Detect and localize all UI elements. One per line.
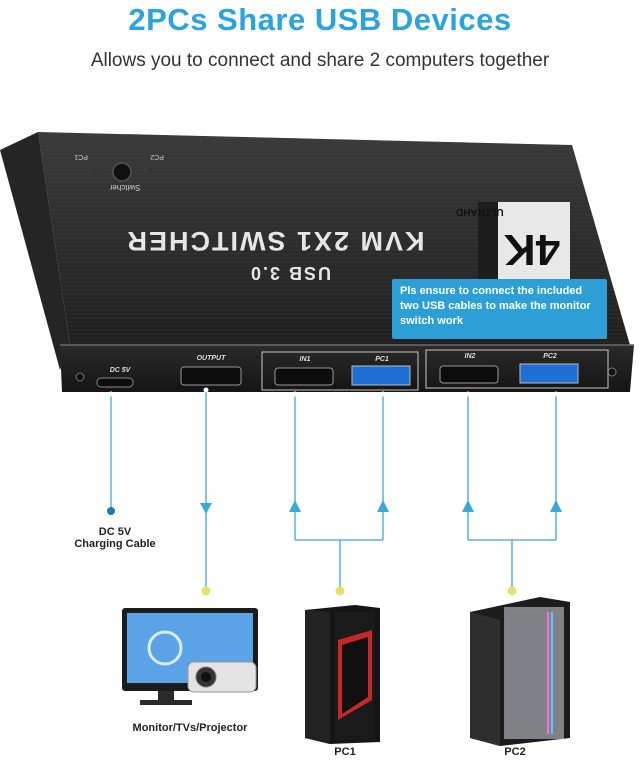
port-dc-label: DC 5V bbox=[109, 367, 131, 374]
projector-icon bbox=[187, 661, 257, 693]
usb-version-label: USB 3.0 bbox=[248, 263, 332, 283]
led-pc2-icon bbox=[148, 168, 152, 172]
in2-hdmi-port-icon bbox=[439, 365, 499, 384]
pc2-label: PC2 bbox=[504, 746, 526, 758]
port-in1-label: IN1 bbox=[299, 356, 311, 363]
page-title: 2PCs Share USB Devices bbox=[128, 2, 512, 37]
pc2-tower-icon bbox=[470, 597, 570, 746]
port-pc2-label: PC2 bbox=[543, 353, 557, 360]
switcher-button-label: Switcher bbox=[109, 183, 141, 192]
pc1-label: PC1 bbox=[334, 746, 356, 758]
brand-text: ULTRAHD bbox=[456, 206, 504, 217]
arrow-icons bbox=[200, 500, 562, 514]
pc1-tower-icon bbox=[305, 605, 380, 744]
model-label: KVM 2X1 SWITCHER bbox=[125, 226, 425, 256]
switcher-button-icon bbox=[112, 162, 132, 182]
pc2-usb-port-icon bbox=[519, 363, 579, 384]
monitor-label: Monitor/TVs/Projector bbox=[132, 722, 248, 734]
output-hdmi-port-icon bbox=[180, 366, 242, 386]
port-output-label: OUTPUT bbox=[196, 355, 226, 362]
led-pc1-label: PC1 bbox=[74, 153, 88, 160]
dc-label-line1: DC 5V bbox=[98, 526, 132, 538]
connection-lines bbox=[110, 388, 557, 590]
led-pc2-label: PC2 bbox=[150, 153, 164, 160]
dc-label: DC 5V Charging Cable bbox=[60, 526, 170, 550]
page-subtitle: Allows you to connect and share 2 comput… bbox=[90, 50, 550, 71]
led-pc1-icon bbox=[93, 168, 97, 172]
dc-port-icon bbox=[96, 377, 134, 388]
port-pc1-label: PC1 bbox=[375, 356, 389, 363]
usb-cable-note: Pls ensure to connect the included two U… bbox=[392, 279, 607, 339]
in1-hdmi-port-icon bbox=[274, 367, 334, 386]
connection-dots bbox=[107, 387, 559, 596]
dc-label-line2: Charging Cable bbox=[74, 538, 156, 550]
4k-badge-text: 4K bbox=[503, 225, 561, 274]
pc1-usb-port-icon bbox=[351, 365, 411, 386]
port-in2-label: IN2 bbox=[464, 353, 476, 360]
